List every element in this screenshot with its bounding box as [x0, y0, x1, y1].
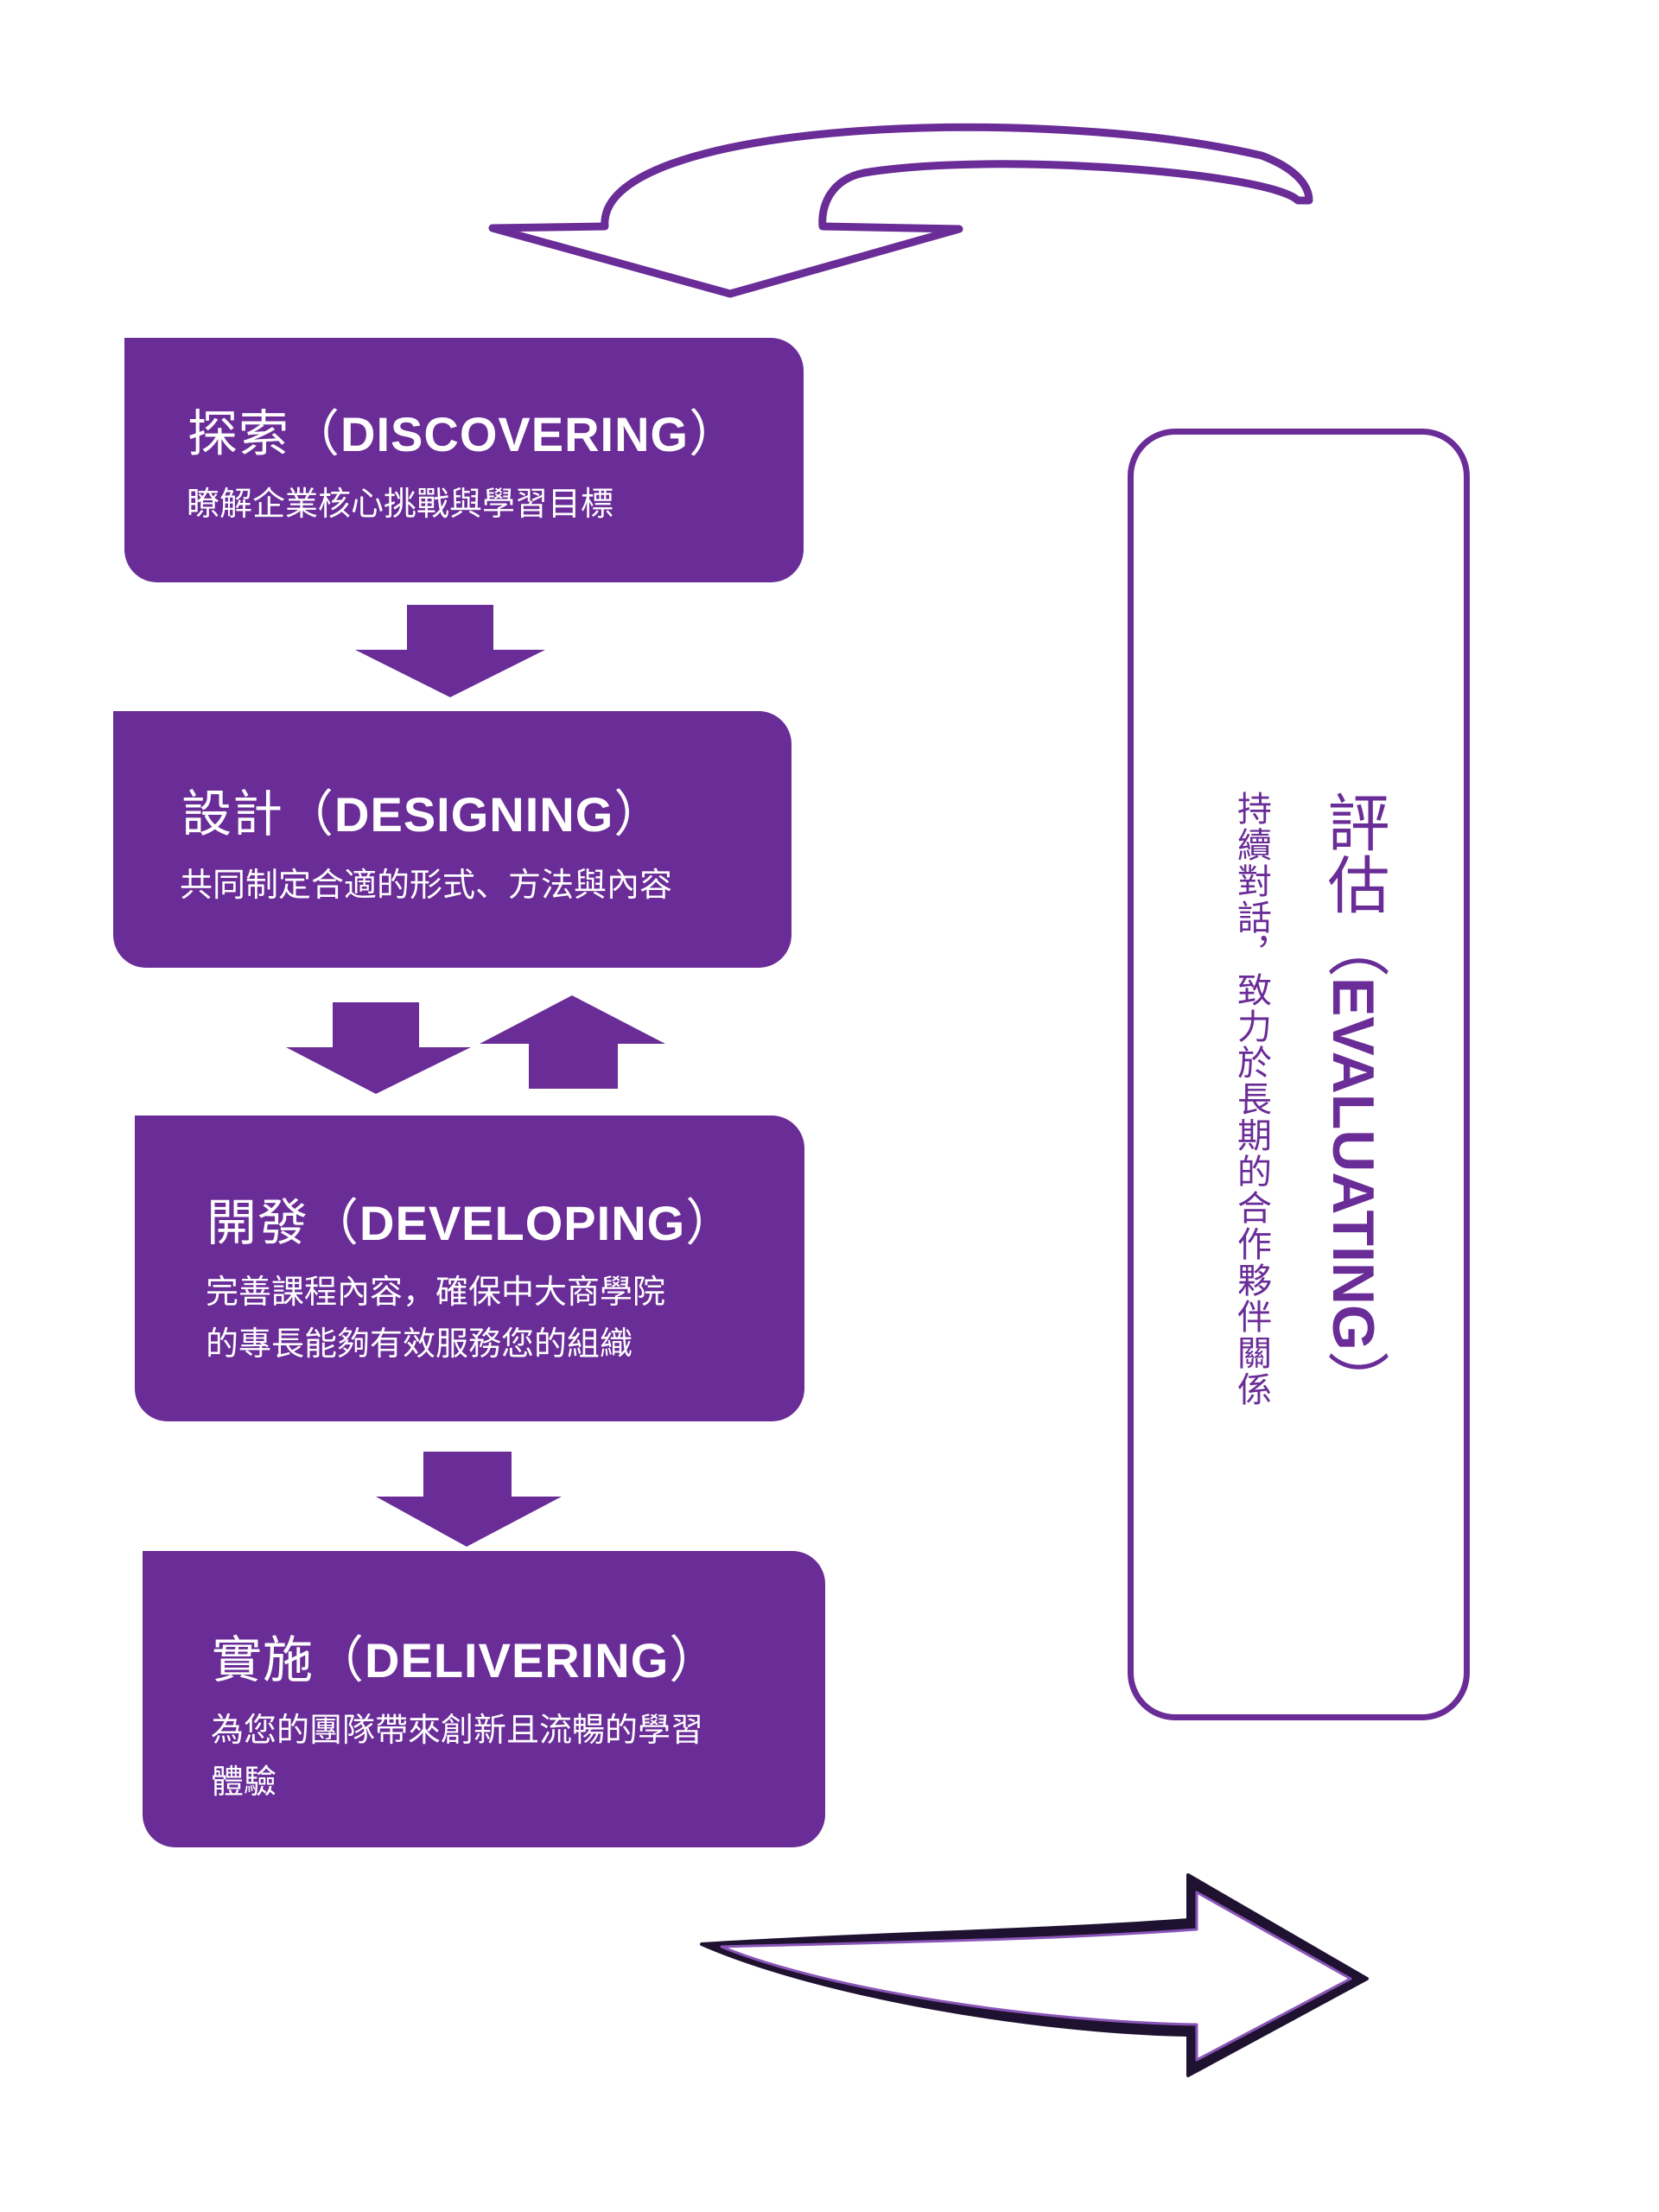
step-discovering-title: 探索（DISCOVERING）	[188, 404, 741, 463]
evaluating-frame	[1128, 429, 1470, 1720]
arrow-down-2	[286, 1002, 471, 1094]
step-delivering-box: 實施（DELIVERING） 為您的團隊帶來創新且流暢的學習 體驗	[143, 1551, 825, 1847]
evaluating-description: 持續對話，致力於長期的合作夥伴關係	[1231, 791, 1271, 1408]
evaluating-title: 評估（EVALUATING）	[1317, 791, 1389, 1413]
step-discovering-box: 探索（DISCOVERING） 瞭解企業核心挑戰與學習目標	[124, 338, 804, 582]
step-designing-title: 設計（DESIGNING）	[181, 785, 665, 843]
step-developing-title: 開發（DEVELOPING）	[207, 1193, 737, 1252]
step-developing-box: 開發（DEVELOPING） 完善課程內容，確保中大商學院 的專長能夠有效服務您…	[135, 1116, 804, 1421]
step-designing-box: 設計（DESIGNING） 共同制定合適的形式、方法與內容	[113, 711, 791, 968]
step-delivering-description: 為您的團隊帶來創新且流暢的學習 體驗	[211, 1711, 704, 1801]
step-developing-description: 完善課程內容，確保中大商學院 的專長能夠有效服務您的組織	[206, 1273, 666, 1363]
arrow-up-2	[480, 995, 665, 1089]
loop-back-arrow	[488, 123, 1313, 298]
arrow-down-1	[355, 605, 545, 697]
step-designing-description: 共同制定合適的形式、方法與內容	[180, 866, 673, 904]
arrow-down-3	[376, 1452, 562, 1547]
step-discovering-description: 瞭解企業核心挑戰與學習目標	[187, 485, 614, 523]
step-delivering-title: 實施（DELIVERING）	[212, 1630, 721, 1689]
arrow-right-outline	[700, 1873, 1369, 2077]
